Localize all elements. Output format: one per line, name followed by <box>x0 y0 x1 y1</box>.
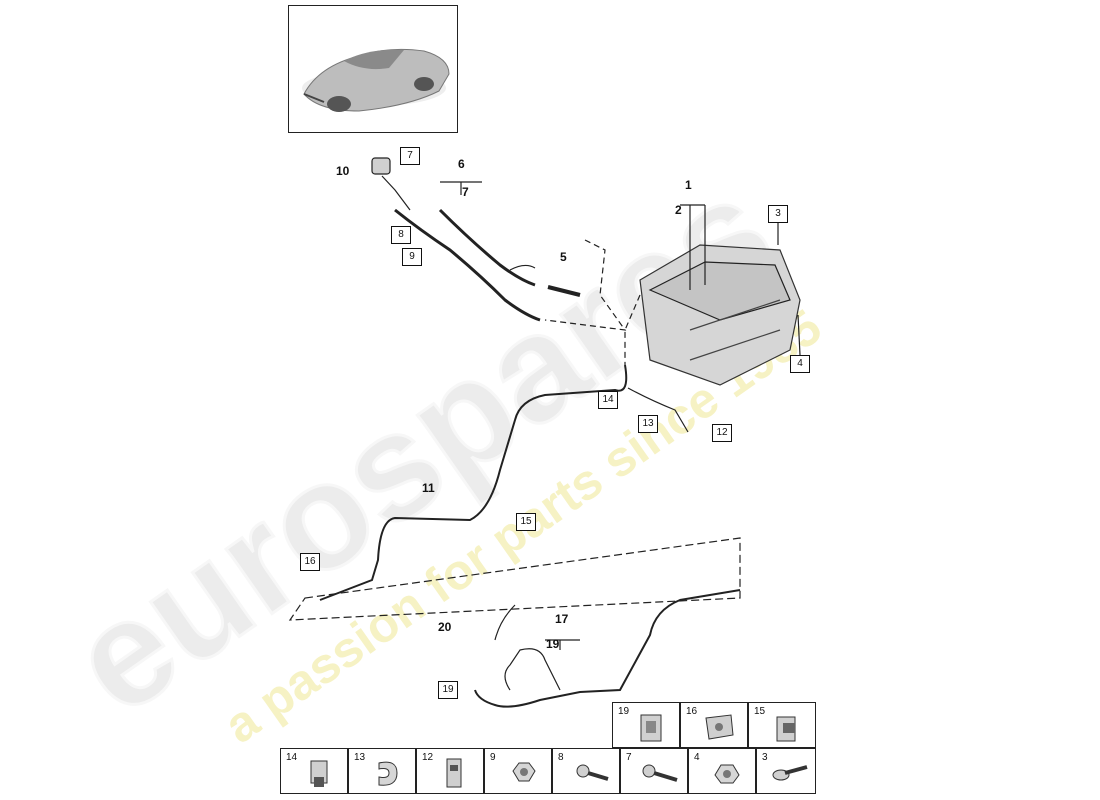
part-cell-7: 7 <box>620 748 688 794</box>
part-number: 15 <box>754 706 766 717</box>
clip-holder-icon <box>446 758 462 788</box>
filler-pipe <box>394 208 541 322</box>
car-icon <box>302 48 450 112</box>
vehicle-thumbnail <box>288 5 458 133</box>
box-label-14: 14 <box>598 391 618 409</box>
box-label-19: 19 <box>438 681 458 699</box>
part-cell-14: 14 <box>280 748 348 794</box>
part-number: 4 <box>694 752 700 763</box>
part-cell-16: 16 <box>680 702 748 748</box>
callout-6: 6 <box>458 157 465 171</box>
box-label-3: 3 <box>768 205 788 223</box>
callout-11: 11 <box>422 481 435 495</box>
clip-icon <box>640 714 662 742</box>
callout-7: 7 <box>462 185 469 199</box>
box-label-4: 4 <box>790 355 810 373</box>
callout-10: 10 <box>336 164 350 178</box>
part-number: 19 <box>618 706 630 717</box>
fuel-line <box>319 364 628 601</box>
bracket-icon <box>776 716 796 742</box>
part-number: 8 <box>558 752 564 763</box>
part-number: 13 <box>354 752 366 763</box>
part-number: 16 <box>686 706 698 717</box>
box-label-12: 12 <box>712 424 732 442</box>
part-cell-13: 13 <box>348 748 416 794</box>
box-label-13: 13 <box>638 415 658 433</box>
part-cell-9: 9 <box>484 748 552 794</box>
box-label-16: 16 <box>300 553 320 571</box>
fuel-cap <box>371 157 391 175</box>
box-label-8: 8 <box>391 226 411 244</box>
part-number: 12 <box>422 752 434 763</box>
part-cell-3: 3 <box>756 748 816 794</box>
part-number: 9 <box>490 752 496 763</box>
box-label-7: 7 <box>400 147 420 165</box>
callout-19: 19 <box>546 637 560 651</box>
screw-icon <box>576 764 609 781</box>
bolt-icon <box>642 764 678 782</box>
callout-2: 2 <box>675 203 682 217</box>
part-cell-4: 4 <box>688 748 756 794</box>
holder-icon <box>705 714 734 740</box>
part-number: 3 <box>762 752 768 763</box>
callout-20: 20 <box>438 620 452 634</box>
box-label-9: 9 <box>402 248 422 266</box>
part-cell-15: 15 <box>748 702 816 748</box>
hose-clamp-icon <box>378 761 398 786</box>
bolt-washer-icon <box>772 765 808 781</box>
flange-nut-icon <box>714 764 740 784</box>
box-label-15: 15 <box>516 513 536 531</box>
callout-17: 17 <box>555 612 569 626</box>
part-cell-8: 8 <box>552 748 620 794</box>
callout-5: 5 <box>560 250 567 264</box>
part-number: 7 <box>626 752 632 763</box>
part-cell-12: 12 <box>416 748 484 794</box>
connector-icon <box>310 760 328 787</box>
callout-1: 1 <box>685 178 692 192</box>
part-cell-19: 19 <box>612 702 680 748</box>
nut-icon <box>512 762 536 782</box>
part-number: 14 <box>286 752 298 763</box>
